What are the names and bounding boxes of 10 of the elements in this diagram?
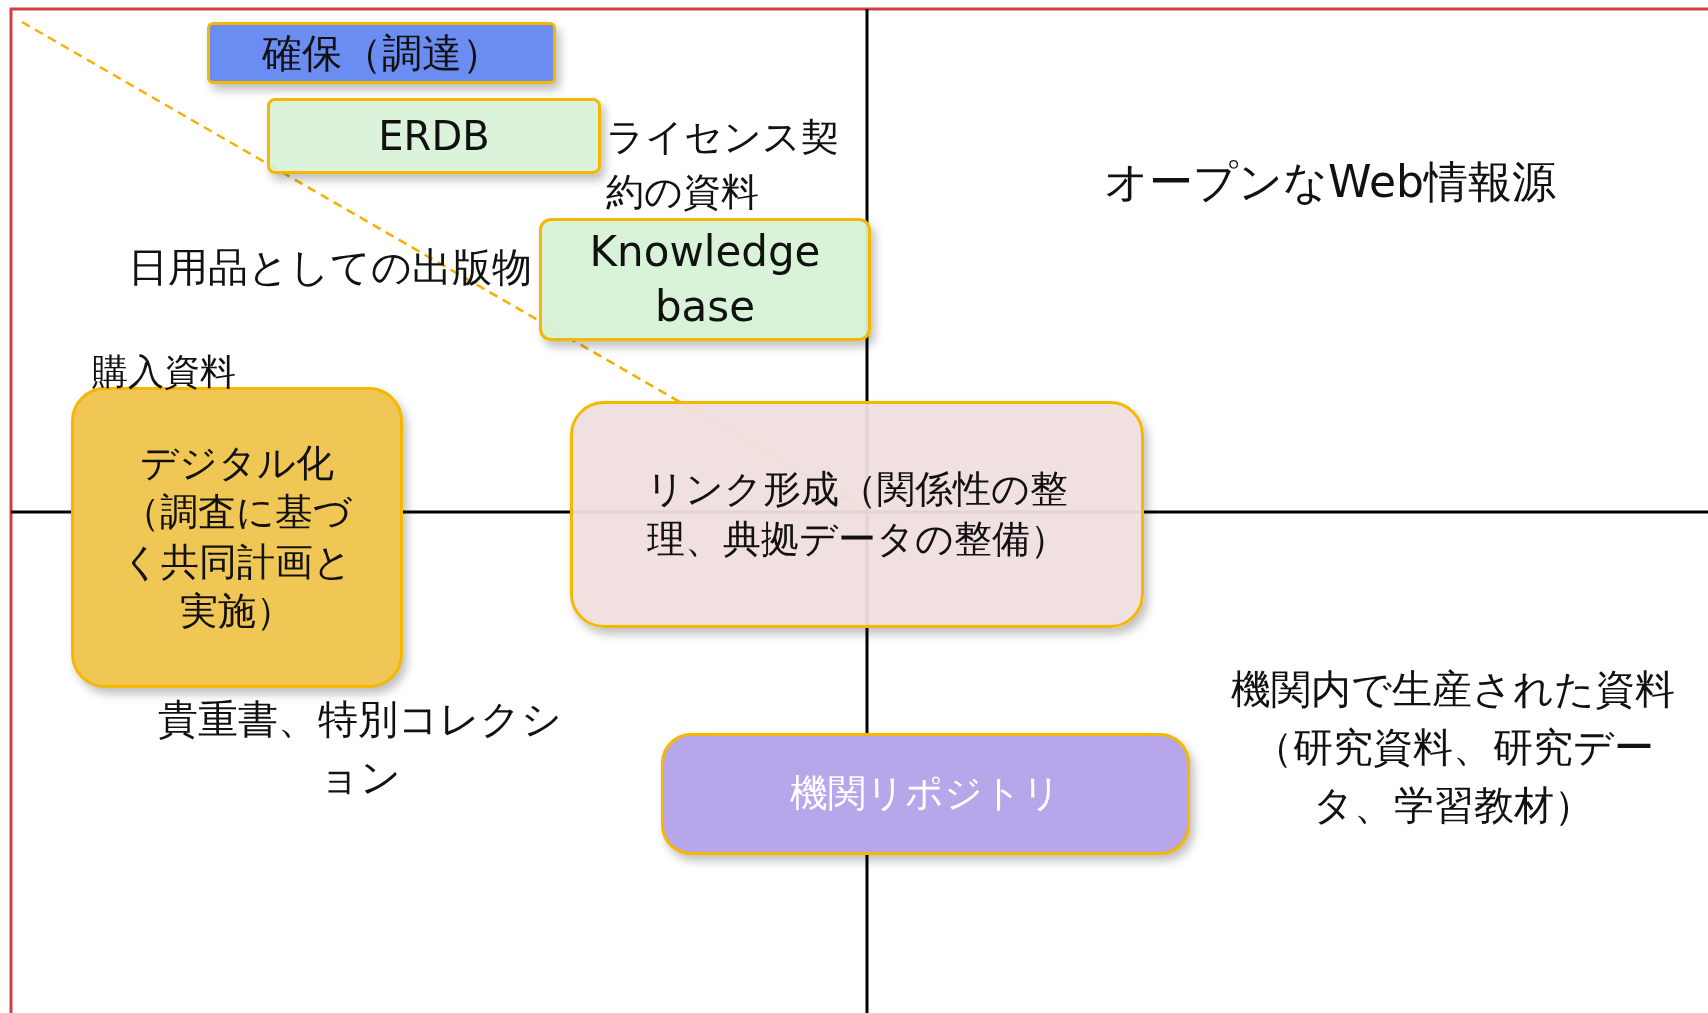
quadrant-label: オープンなWeb情報源 — [1103, 155, 1557, 209]
process-box: 機関リポジトリ — [661, 733, 1190, 855]
category-label: ライセンス契約の資料 — [606, 114, 840, 217]
title-box: 確保（調達） — [207, 22, 556, 84]
process-box: ERDB — [267, 98, 601, 174]
quadrant-label: 機関内で生産された資料（研究資料、研究データ、学習教材） — [1230, 665, 1676, 830]
process-box: リンク形成（関係性の整理、典拠データの整備） — [570, 401, 1144, 628]
category-label: 貴重書、特別コレクション — [157, 695, 563, 802]
category-label: 日用品としての出版物 — [128, 243, 533, 292]
process-box: Knowledge base — [539, 218, 871, 341]
